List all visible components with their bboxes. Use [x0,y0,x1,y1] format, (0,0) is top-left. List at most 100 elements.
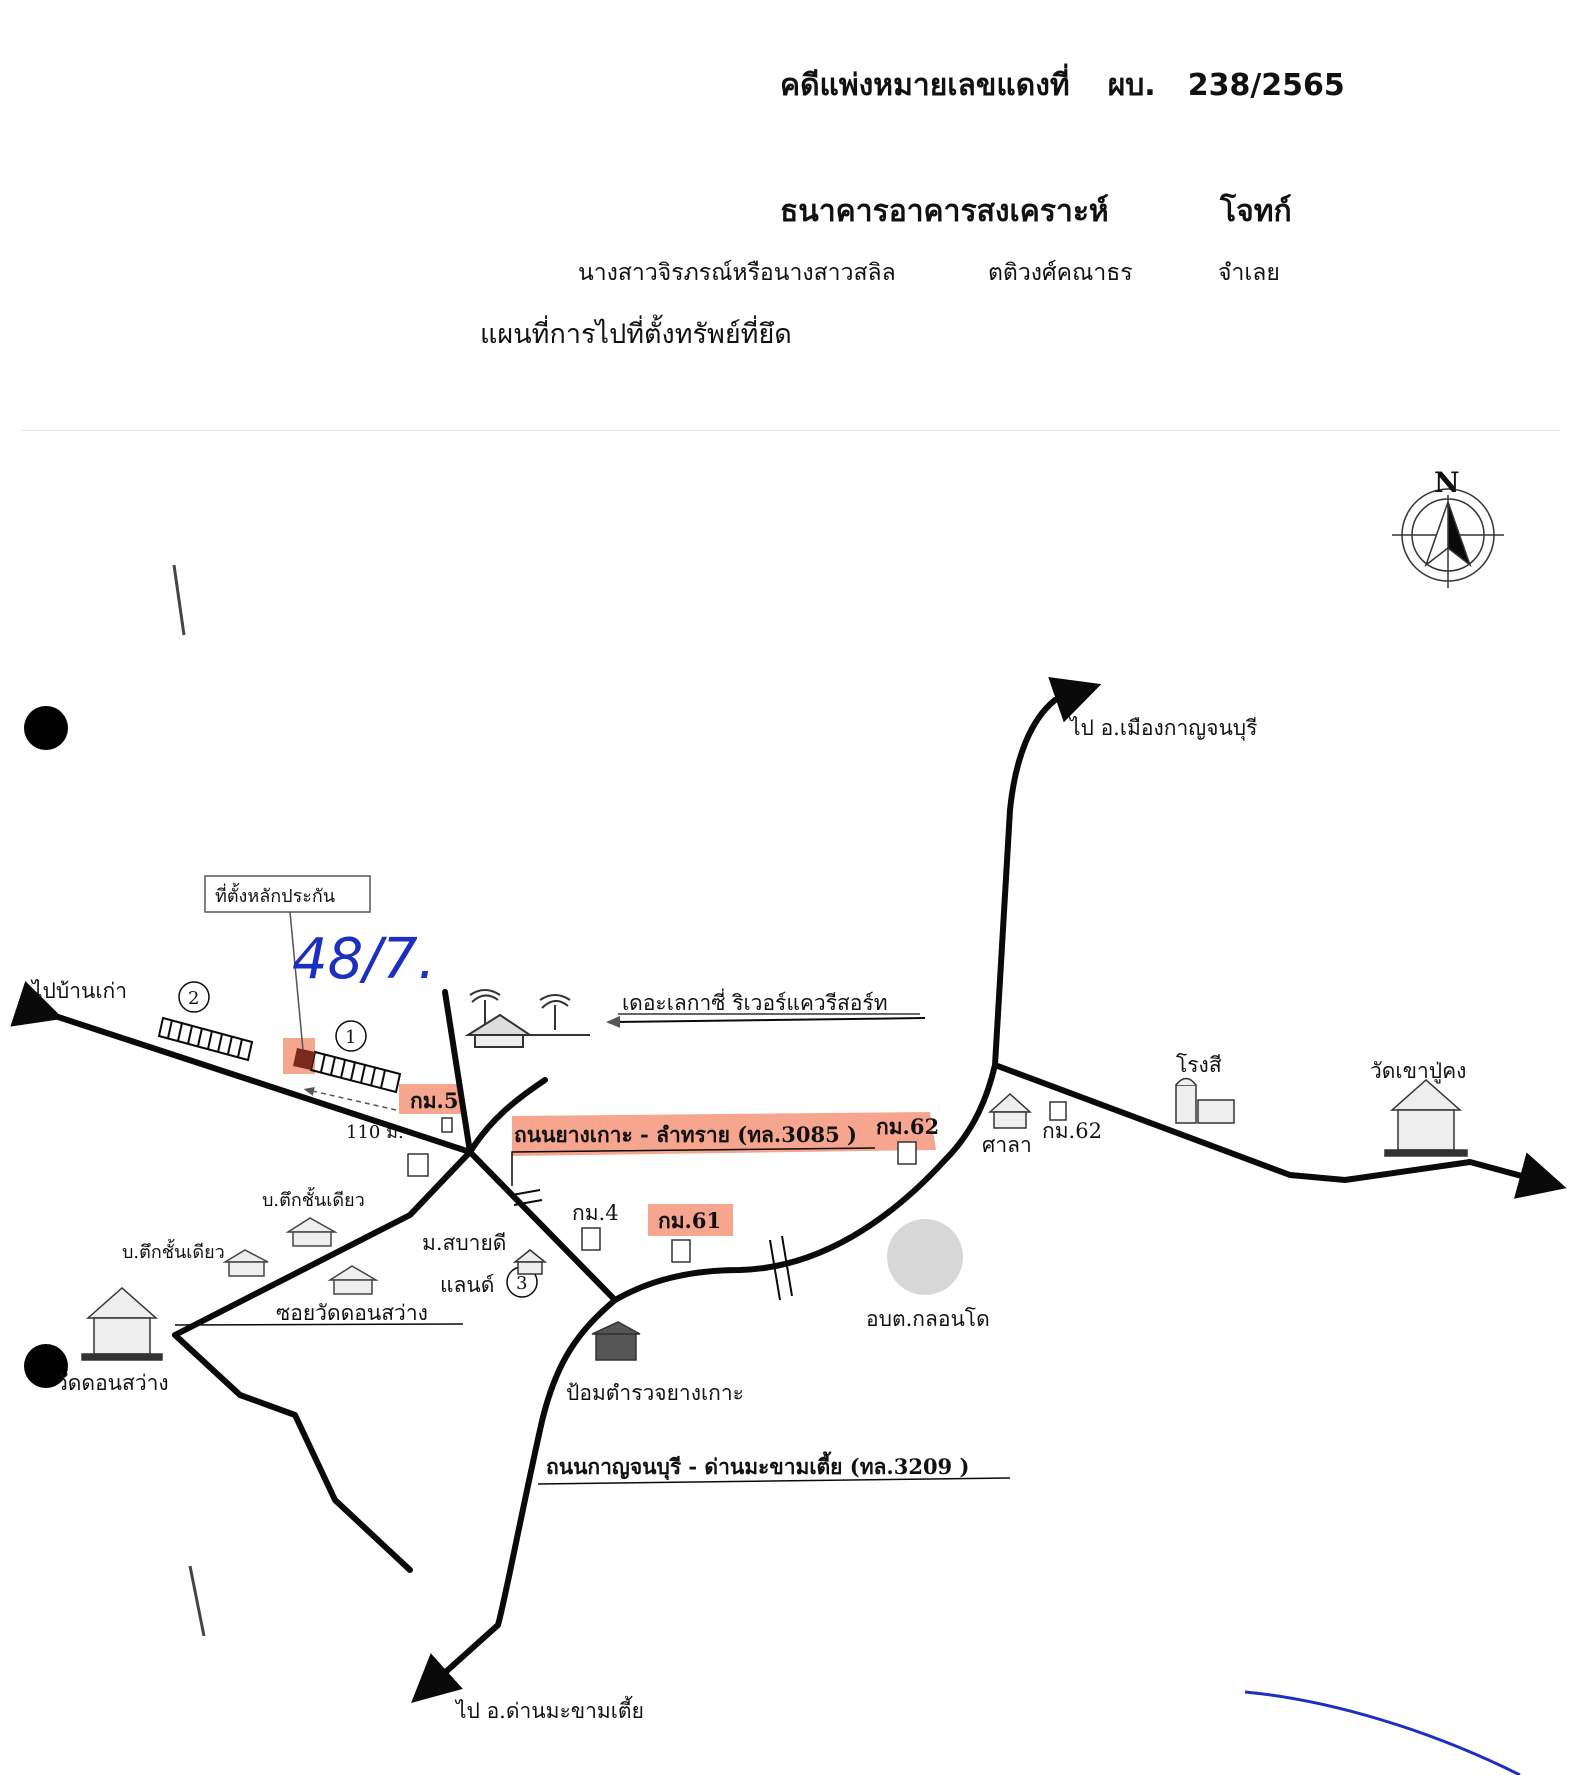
defendant-line: นางสาวจิรภรณ์หรือนางสาวสลิล ตติวงศ์คณาธร… [578,255,1280,291]
bridge-marks [511,1189,793,1301]
bridge-mark-d [781,1235,793,1297]
road-3085-south [467,1149,618,1303]
label-km61: กม.61 [658,1208,721,1233]
map-title: แผนที่การไปที่ตั้งทรัพย์ที่ยึด [480,319,792,350]
label-km62-b: กม.62 [1042,1119,1102,1143]
plaintiff-line: ธนาคารอาคารสงเคราะห์ โจทก์ [780,188,1292,235]
pen-stroke [1244,1690,1521,1775]
police-box-icon [591,1321,641,1361]
label-resort: เดอะเลกาซี่ ริเวอร์แควรีสอร์ท [622,988,888,1015]
plaintiff-role: โจทก์ [1220,194,1292,229]
road-to-ban-kao [10,980,473,1155]
collateral-parcel-marker [293,1048,315,1070]
label-km4: กม.4 [572,1201,619,1225]
label-sala: ศาลา [982,1133,1032,1157]
label-building-1: บ.ตึกชั้นเดียว [262,1187,365,1211]
collateral-label-box [204,875,371,913]
factory-icon [1175,1077,1235,1124]
label-to-ban-kao: ไปบ้านเก่า [30,979,127,1003]
road-3209 [411,1297,618,1704]
case-label: คดีแพ่งหมายเลขแดงที่ [780,68,1070,103]
north-arrow-compass [1392,488,1504,588]
bridge-mark-a [511,1189,541,1196]
road-soi-wat-don-sawang [172,1149,473,1338]
house-icon-1 [285,1217,338,1247]
label-village-1: ม.สบายดี [422,1231,506,1255]
compass-north-label: N [1434,466,1460,499]
shrine-icon-1 [407,1153,429,1177]
label-to-dan-makham: ไป อ.ด่านมะขามเตี้ย [454,1696,644,1723]
highlight-km61 [648,1204,733,1236]
label-sao-office: อบต.กลอนโด [866,1307,990,1331]
highlight-group [283,1038,936,1236]
bridge-mark-b [513,1199,543,1206]
house-icon-3 [327,1265,379,1295]
label-110m: 110 ม. [346,1122,404,1143]
label-building-2: บ.ตึกชั้นเดียว [122,1239,225,1263]
plaintiff-name: ธนาคารอาคารสงเคราะห์ [780,194,1109,229]
label-road-3085: ถนนยางเกาะ - ลำทราย (ทล.3085 ) [514,1122,857,1147]
road-wat-south-branch [172,1332,413,1573]
collateral-plots [157,1016,402,1094]
distance-arrow [303,1086,397,1111]
scan-edge-line [20,430,1560,431]
defendant-surname: ตติวงศ์คณาธร [988,260,1133,286]
marker-1-number: 1 [345,1027,356,1048]
label-wat-don-sawang: วัดดอนสว่าง [56,1371,169,1395]
km4-post-icon [581,1227,601,1251]
plot-2 [157,1016,254,1062]
resort-pointer-arrow [606,1015,926,1028]
km62-post-icon-b [1049,1101,1067,1121]
temple-icon-don-sawang [81,1286,163,1361]
km61-post-icon [671,1239,691,1263]
highlight-km5 [399,1084,461,1114]
km5-post-icon [441,1117,453,1133]
case-number: 238/2565 [1187,68,1345,103]
road-north-spur [442,989,473,1155]
label-factory: โรงสี [1176,1053,1222,1077]
collateral-leader-line [289,911,304,1051]
soi-underline [174,1323,464,1326]
case-number-line: คดีแพ่งหมายเลขแดงที่ ผบ. 238/2565 [780,62,1345,109]
plot-hatching [167,1019,386,1089]
road-to-ban-rang-sali [992,1062,1567,1199]
marker-3-number: 3 [516,1273,527,1294]
km62-post-icon-a [897,1141,917,1165]
label-soi-wat: ซอยวัดดอนสว่าง [276,1301,428,1325]
label-village-2: แลนด์ [440,1273,494,1297]
handwritten-lot-number: 48/7. [292,927,436,992]
km-post-icons [407,1101,1067,1263]
sao-seal-circle [887,1219,963,1295]
punch-hole-top [24,706,68,750]
marker-2-circle [178,981,210,1013]
label-km5: กม.5 [410,1088,458,1113]
temple-icon-khao-pu-khong [1384,1078,1468,1157]
staple-mark-bottom [188,1565,206,1637]
roads [10,676,1567,1704]
plot-1 [309,1050,402,1094]
label-km62-a: กม.62 [876,1114,939,1139]
staple-mark-top [172,564,186,636]
label-road-3209: ถนนกาญจนบุรี - ด่านมะขามเตี้ย (ทล.3209 ) [546,1451,969,1481]
bridge-mark-c [769,1239,781,1301]
defendant-role: จำเลย [1218,260,1280,286]
marker-2-number: 2 [188,988,199,1009]
sala-icon [988,1092,1032,1129]
highlight-road-3085 [512,1112,936,1156]
marker-1-circle [335,1020,367,1052]
defendant-name: นางสาวจิรภรณ์หรือนางสาวสลิล [578,260,896,286]
house-icon-2 [222,1249,269,1277]
road-3085-leader [511,1147,876,1186]
punch-hole-bottom [24,1344,68,1388]
road-3209-underline [537,1477,1011,1485]
road-north-east-spur [467,1077,548,1155]
case-prefix: ผบ. [1107,68,1156,103]
road-to-mueang [992,676,1102,1068]
collateral-label: ที่ตั้งหลักประกัน [215,883,335,907]
road-to-kanchanaburi-junction [612,1062,998,1303]
label-police-box: ป้อมตำรวจยางเกาะ [566,1381,744,1405]
label-wat-khao-pu-khong: วัดเขาปู่คง [1370,1059,1466,1084]
resort-icon [464,989,590,1048]
village-icon [512,1249,548,1275]
